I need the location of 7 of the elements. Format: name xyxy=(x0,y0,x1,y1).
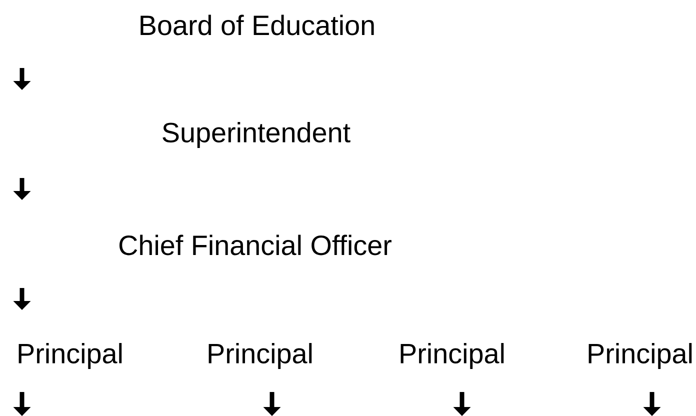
title-text: Principal xyxy=(208,343,312,369)
title-text: Principal xyxy=(588,343,692,369)
title-text: Principal xyxy=(400,343,504,369)
title-text: Superintendent xyxy=(162,122,350,148)
title-text: Chief Financial Officer xyxy=(119,234,392,256)
title-text: Principal xyxy=(18,343,122,369)
title-text: Board of Education xyxy=(140,14,374,36)
